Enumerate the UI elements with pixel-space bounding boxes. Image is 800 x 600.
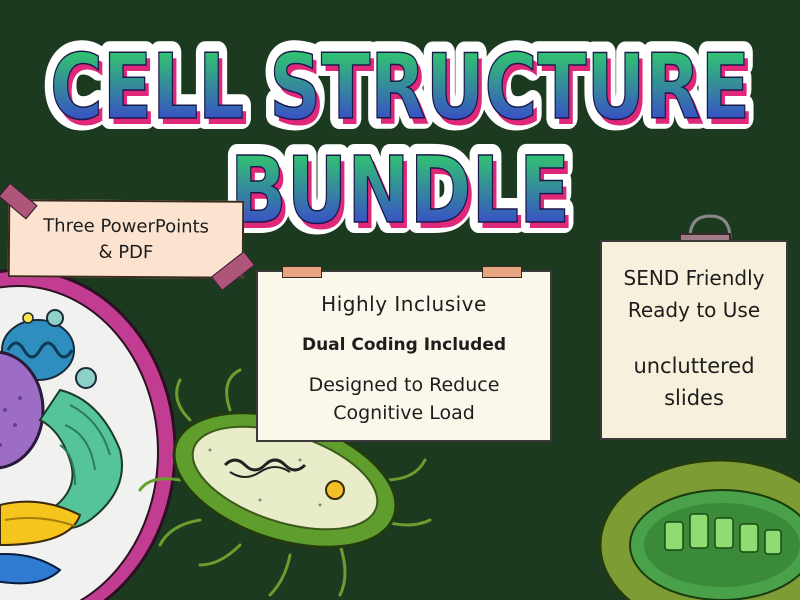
note-mid-line1: Highly Inclusive bbox=[321, 292, 487, 316]
title-line2: BUNDLE bbox=[230, 137, 570, 244]
title-line2-shadow: BUNDLE bbox=[234, 143, 574, 250]
note-three-powerpoints: Three PowerPoints & PDF bbox=[7, 199, 245, 279]
note-mid-tab-left bbox=[282, 266, 322, 278]
note-inclusive: Highly Inclusive Dual Coding Included De… bbox=[256, 270, 552, 442]
note-right-line4: slides bbox=[664, 386, 724, 410]
note-mid-line2: Dual Coding Included bbox=[301, 335, 507, 355]
note-right-line3: uncluttered bbox=[633, 354, 755, 378]
note-mid-tab-right bbox=[482, 266, 522, 278]
bacterium-illustration bbox=[138, 368, 432, 597]
note-left-line2: & PDF bbox=[98, 241, 154, 264]
note-left-line1: Three PowerPoints bbox=[43, 215, 210, 238]
title-line1-shadow: CELL STRUCTURE bbox=[54, 41, 754, 146]
animal-cell-illustration bbox=[0, 268, 177, 600]
title-line1: CELL STRUCTURE bbox=[50, 35, 750, 140]
note-right-line2: Ready to Use bbox=[627, 298, 761, 322]
note-mid-line3a: Designed to Reduce bbox=[308, 374, 500, 396]
note-right-line1: SEND Friendly bbox=[623, 266, 765, 290]
note-mid-line3: Designed to Reduce Cognitive Load bbox=[258, 371, 550, 427]
title-graphic: CELL STRUCTURE BUNDLE CELL STRUCTURE BUN… bbox=[39, 24, 761, 250]
note-send-friendly: SEND Friendly Ready to Use uncluttered s… bbox=[600, 240, 788, 440]
chloroplast-illustration bbox=[598, 458, 800, 600]
note-mid-line3b: Cognitive Load bbox=[333, 402, 475, 424]
note-right-bottom: uncluttered slides bbox=[602, 350, 786, 414]
title-line2-outline: BUNDLE bbox=[230, 137, 570, 244]
note-right-top: SEND Friendly Ready to Use bbox=[602, 262, 786, 326]
title-line1-outline: CELL STRUCTURE bbox=[50, 35, 750, 140]
